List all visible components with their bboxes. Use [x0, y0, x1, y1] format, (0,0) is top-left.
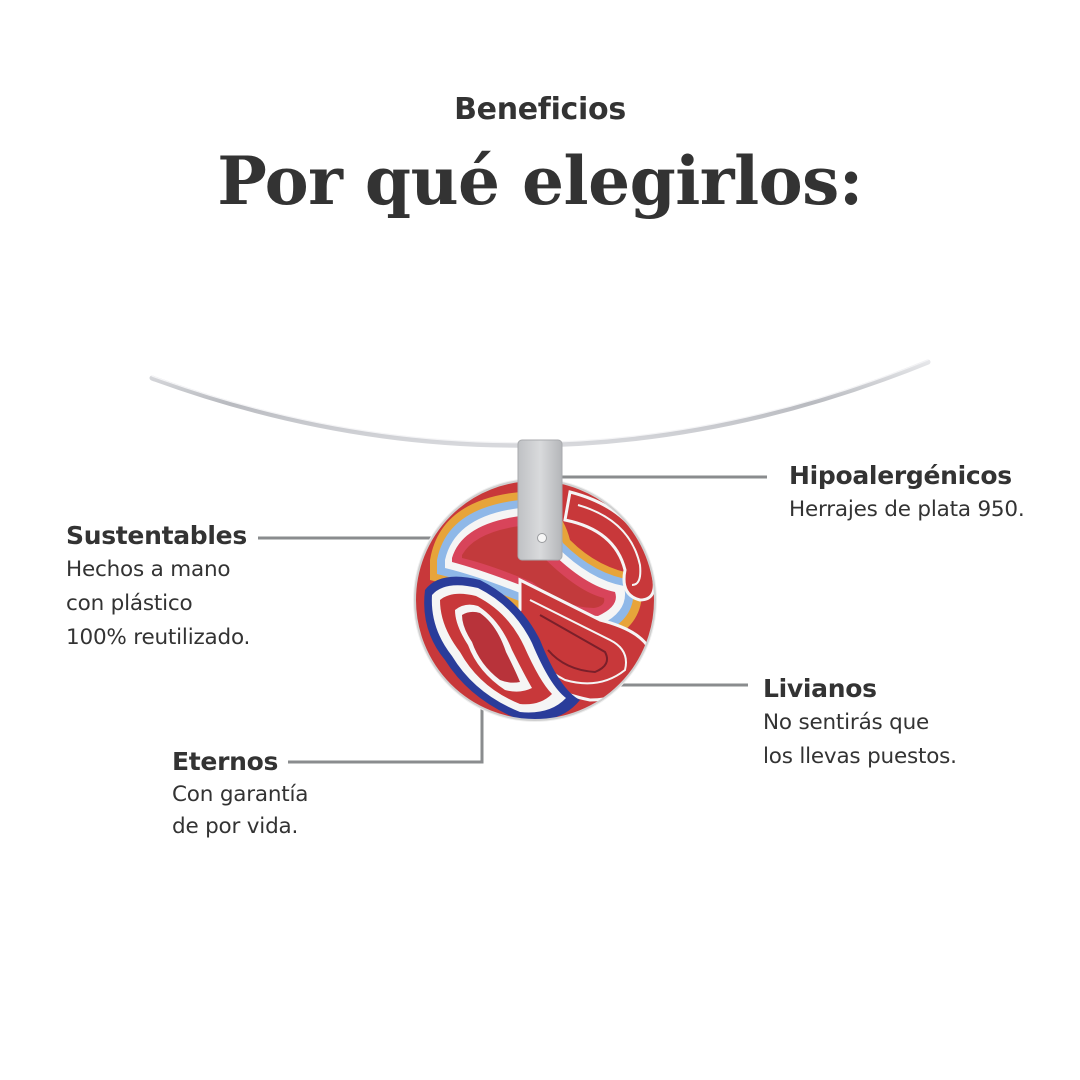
benefit-line: No sentirás que — [763, 710, 930, 735]
benefit-sustentables: Sustentables Hechos a mano con plástico … — [66, 519, 250, 655]
benefit-line: Con garantía — [172, 782, 309, 807]
benefit-title: Sustentables — [66, 521, 247, 550]
benefit-line: los llevas puestos. — [763, 744, 957, 769]
leader-line-eternos — [288, 700, 484, 764]
benefit-line: con plástico — [66, 591, 193, 616]
page-title: Por qué elegirlos: — [217, 142, 863, 220]
benefit-livianos: Livianos No sentirás que los llevas pues… — [763, 672, 957, 774]
benefit-line: de por vida. — [172, 814, 299, 839]
pendant-disc — [413, 478, 657, 722]
bail-rivet — [537, 533, 547, 543]
benefit-title: Livianos — [763, 674, 877, 703]
benefit-title: Hipoalergénicos — [789, 461, 1012, 490]
silver-bail — [517, 439, 563, 561]
leader-lines — [258, 475, 767, 764]
benefit-line: Hechos a mano — [66, 557, 231, 582]
benefit-eternos: Eternos Con garantía de por vida. — [172, 745, 308, 843]
eyebrow-heading: Beneficios — [454, 92, 626, 127]
benefit-line: Herrajes de plata 950. — [789, 497, 1025, 522]
necklace-wire — [149, 359, 931, 448]
benefit-line: 100% reutilizado. — [66, 625, 251, 650]
benefit-title: Eternos — [172, 747, 279, 776]
benefit-hipoalergenicos: Hipoalergénicos Herrajes de plata 950. — [789, 459, 1025, 527]
